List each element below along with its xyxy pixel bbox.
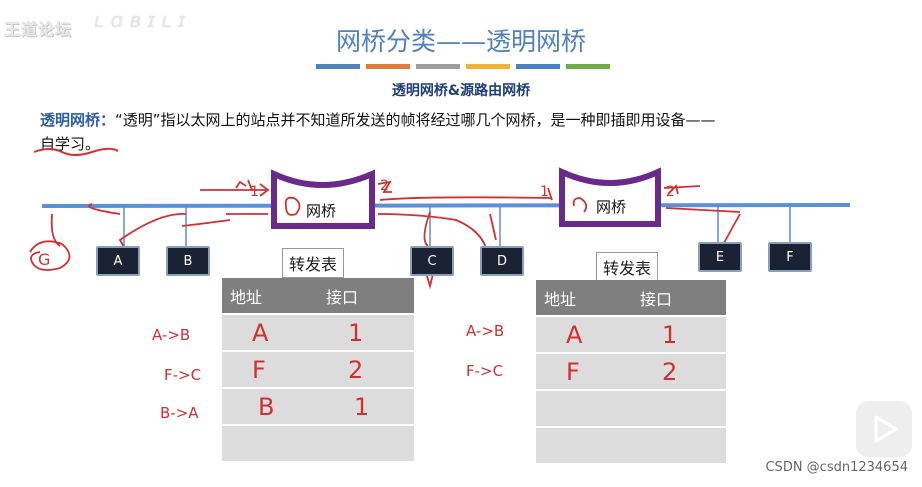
table-cell: F bbox=[222, 352, 318, 387]
monitor-icon: F bbox=[768, 242, 812, 272]
note-a-to-b-right: A->B bbox=[466, 322, 505, 340]
annotation-g: G bbox=[38, 250, 51, 269]
accent-bars bbox=[316, 64, 610, 69]
play-icon bbox=[874, 415, 898, 443]
host-d[interactable]: D bbox=[480, 246, 524, 276]
table-row bbox=[536, 428, 726, 463]
monitor-icon: E bbox=[698, 242, 742, 272]
host-b-label: B bbox=[183, 253, 193, 269]
watermark: CSDN @csdn1234654 bbox=[765, 460, 908, 475]
host-c[interactable]: C bbox=[410, 246, 454, 276]
table-cell bbox=[536, 428, 632, 463]
table-row: F 2 bbox=[222, 352, 414, 387]
forwarding-table-left-title: 转发表 bbox=[282, 248, 345, 278]
page-title: 网桥分类——透明网桥 bbox=[335, 27, 586, 56]
intro-paragraph: 透明网桥：“透明”指以太网上的站点并不知道所发送的帧将经过哪几个网桥，是一种即插… bbox=[40, 108, 890, 156]
host-b[interactable]: B bbox=[166, 246, 210, 276]
table-cell bbox=[632, 391, 726, 426]
bridge-2-shape bbox=[559, 167, 661, 227]
table-cell: 2 bbox=[318, 352, 414, 387]
site-logo: 王道论坛 bbox=[4, 20, 73, 39]
table-cell: A bbox=[222, 315, 318, 350]
host-e[interactable]: E bbox=[698, 242, 742, 272]
host-a[interactable]: A bbox=[96, 246, 140, 276]
table-cell: 1 bbox=[632, 317, 726, 352]
table-cell: B bbox=[222, 389, 318, 424]
bridge-1-label: 网桥 bbox=[306, 202, 337, 220]
host-e-label: E bbox=[715, 249, 725, 265]
ethernet-bus bbox=[41, 203, 851, 208]
note-f-to-c-left: F->C bbox=[164, 366, 202, 384]
port-2-label-bridge2: 2 bbox=[666, 184, 675, 200]
accent-bar bbox=[516, 64, 560, 69]
note-f-to-c-right: F->C bbox=[466, 362, 504, 380]
host-f-label: F bbox=[786, 249, 794, 265]
table-row bbox=[222, 426, 414, 461]
host-d-label: D bbox=[496, 253, 507, 269]
host-f[interactable]: F bbox=[768, 242, 812, 272]
table-cell: 2 bbox=[632, 354, 726, 389]
table-cell: 1 bbox=[318, 315, 414, 350]
play-button[interactable] bbox=[856, 401, 912, 457]
accent-bar bbox=[566, 64, 610, 69]
table-cell: A bbox=[536, 317, 632, 352]
host-a-label: A bbox=[113, 253, 123, 269]
table-cell bbox=[222, 426, 318, 461]
accent-bar bbox=[316, 64, 360, 69]
table-cell bbox=[632, 428, 726, 463]
forwarding-table-right: 地址 接口 A 1 F 2 bbox=[536, 278, 726, 465]
table-header: 地址 bbox=[222, 278, 318, 313]
table-header: 地址 bbox=[536, 280, 632, 315]
underline-stroke bbox=[33, 147, 119, 156]
forwarding-table-right-title: 转发表 bbox=[596, 252, 659, 282]
logo-mark: ʟ ɑ ʙ ɪ ʟ ɪ bbox=[94, 8, 186, 32]
intro-keyword: 透明网桥： bbox=[40, 111, 116, 129]
intro-text: “透明”指以太网上的站点并不知道所发送的帧将经过哪几个网桥，是一种即插即用设备—… bbox=[115, 111, 716, 129]
table-cell bbox=[536, 391, 632, 426]
forwarding-table-left: 地址 接口 A 1 F 2 B 1 bbox=[222, 276, 414, 463]
table-row bbox=[536, 391, 726, 426]
port-1-label-bridge2: 1 bbox=[540, 184, 549, 200]
monitor-icon: C bbox=[410, 246, 454, 276]
accent-bar bbox=[366, 64, 410, 69]
table-row: B 1 bbox=[222, 389, 414, 424]
bridge-1-shape bbox=[271, 169, 375, 229]
table-header: 接口 bbox=[318, 278, 414, 313]
table-header: 接口 bbox=[632, 280, 726, 315]
monitor-icon: D bbox=[480, 246, 524, 276]
port-2-label-bridge1: 2 bbox=[380, 178, 389, 194]
table-cell: 1 bbox=[318, 389, 414, 424]
monitor-icon: B bbox=[166, 246, 210, 276]
page-subtitle: 透明网桥&源路由网桥 bbox=[391, 83, 531, 99]
table-cell bbox=[318, 426, 414, 461]
accent-bar bbox=[416, 64, 460, 69]
note-b-to-a-left: B->A bbox=[160, 404, 199, 422]
table-cell: F bbox=[536, 354, 632, 389]
note-a-to-b-left: A->B bbox=[152, 326, 191, 344]
table-row: A 1 bbox=[536, 317, 726, 352]
bridge-2-label: 网桥 bbox=[596, 198, 627, 216]
port-1-label-bridge1: 1 bbox=[250, 184, 259, 200]
table-row: A 1 bbox=[222, 315, 414, 350]
monitor-icon: A bbox=[96, 246, 140, 276]
accent-bar bbox=[466, 64, 510, 69]
intro-text-2: 自学习。 bbox=[40, 135, 101, 153]
host-c-label: C bbox=[427, 253, 437, 269]
table-row: F 2 bbox=[536, 354, 726, 389]
